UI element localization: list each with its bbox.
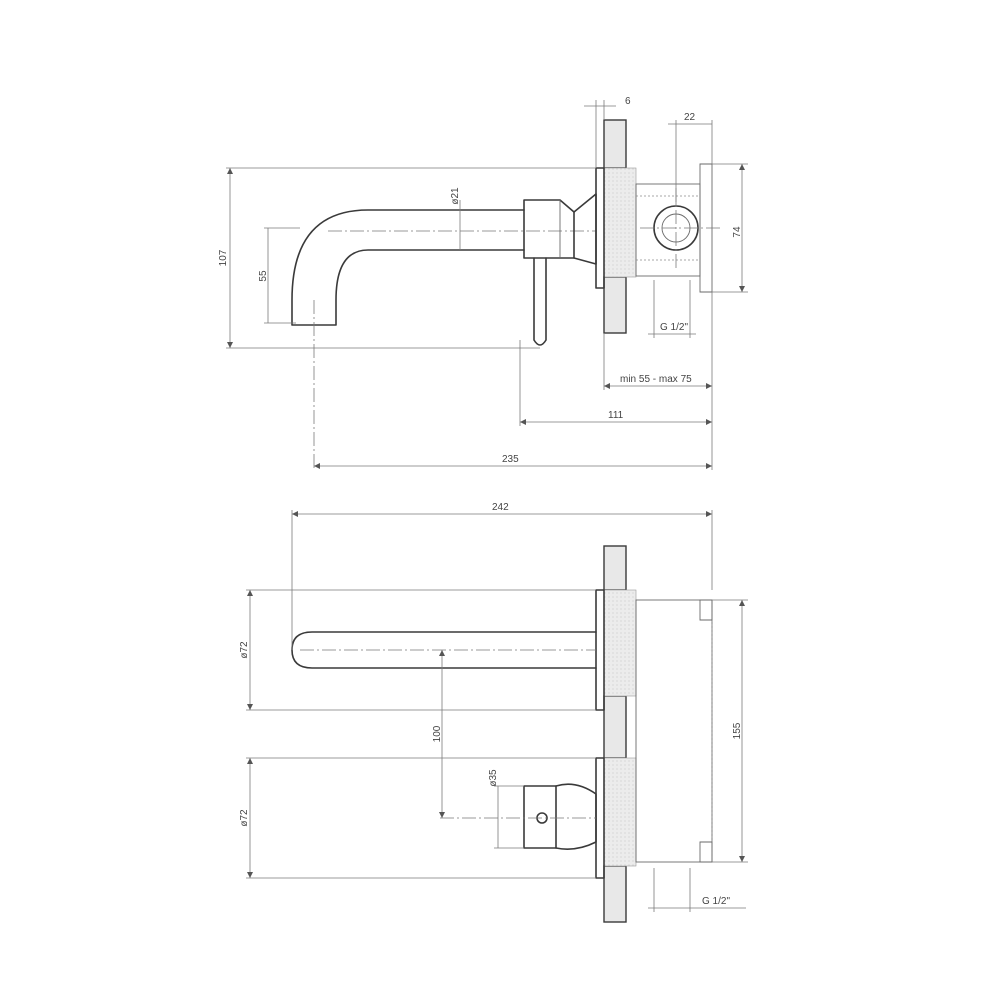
dim-overall-height: 107 (218, 167, 596, 349)
dim-spout-drop: 55 (258, 227, 300, 324)
dim-spacing: 100 (432, 650, 443, 818)
side-view: 6 22 74 ø21 107 (218, 96, 748, 470)
dim-spout-drop-label: 55 (258, 270, 269, 282)
dim-handle-plate-label: ø72 (239, 809, 250, 827)
dim-total-length-front: 242 (291, 502, 713, 650)
dim-wall-plate-label: 6 (625, 96, 631, 107)
dim-total-length-side-label: 235 (502, 454, 519, 465)
dim-total-length-front-label: 242 (492, 502, 509, 513)
dim-body-depth-label: 22 (684, 112, 696, 123)
dim-wall-range: min 55 - max 75 (603, 292, 713, 470)
dim-spout-plate: ø72 (239, 589, 596, 711)
dim-body-height-front: 155 (712, 599, 748, 863)
dim-overall-height-label: 107 (218, 249, 229, 266)
dim-spout-diameter: ø21 (450, 187, 461, 250)
front-wall-top (603, 545, 627, 591)
dim-handle-diameter-label: ø35 (488, 769, 499, 787)
dim-thread-side: G 1/2" (648, 280, 696, 338)
dim-total-length-side: 235 (314, 454, 712, 467)
front-view: 242 ø72 100 ø72 ø35 (239, 502, 748, 923)
dim-handle-diameter: ø35 (488, 769, 524, 849)
front-wall-bottom (603, 865, 627, 923)
wall-section-top (603, 119, 627, 169)
dim-body-depth: 22 (668, 112, 713, 206)
lever-handle (533, 257, 547, 346)
wall-plate (595, 167, 605, 289)
mixer-body (523, 199, 575, 259)
wall-section-bottom (603, 276, 627, 334)
spout (291, 209, 525, 326)
dim-thread-front: G 1/2" (648, 868, 746, 912)
dim-thread-front-label: G 1/2" (702, 896, 730, 907)
dim-wall-plate: 6 (584, 96, 631, 168)
dim-handle-offset-label: 111 (608, 410, 624, 421)
dim-spout-diameter-label: ø21 (450, 187, 461, 205)
dim-spout-plate-label: ø72 (239, 641, 250, 659)
dim-handle-plate: ø72 (239, 757, 596, 879)
front-handle (523, 785, 557, 849)
dim-body-height-label: 74 (732, 226, 743, 238)
arrowheads (227, 164, 745, 878)
dim-handle-offset: 111 (519, 340, 712, 426)
front-wall-mid (603, 695, 627, 759)
concealed-body (635, 183, 701, 277)
dim-spacing-label: 100 (432, 725, 443, 742)
wall-hatch (603, 167, 637, 278)
handle-rosette (595, 757, 605, 879)
dim-wall-range-label: min 55 - max 75 (620, 374, 692, 385)
dim-body-height-front-label: 155 (732, 722, 743, 739)
front-concealed-body (635, 599, 713, 863)
spout-rosette (595, 589, 605, 711)
dim-thread-side-label: G 1/2" (660, 322, 688, 333)
